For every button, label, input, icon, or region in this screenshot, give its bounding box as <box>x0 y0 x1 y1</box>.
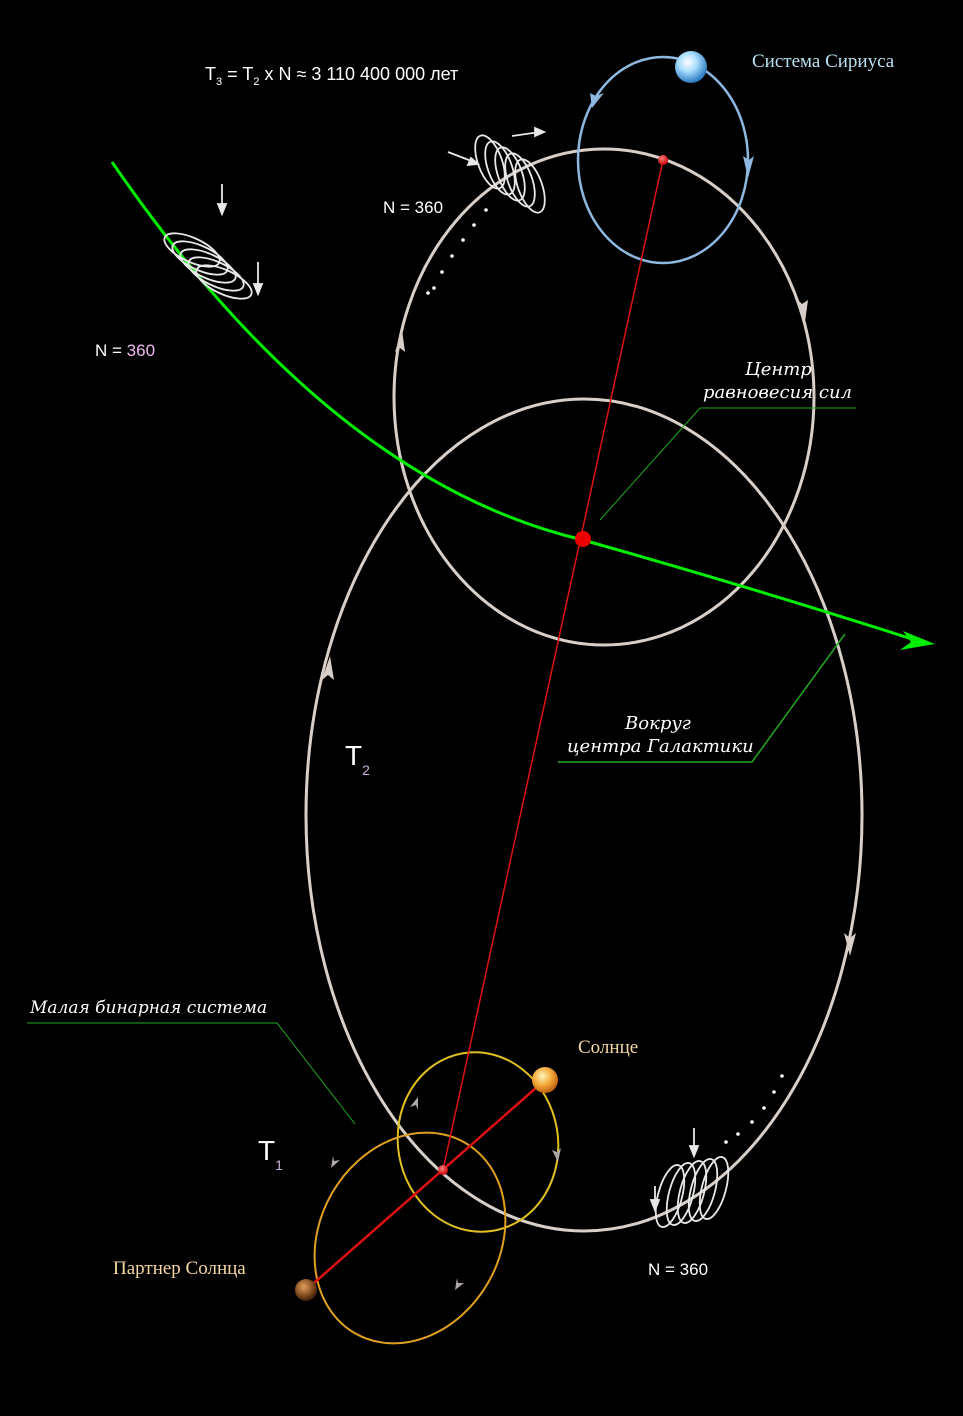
galaxy-label-1: Вокруг <box>624 713 691 734</box>
binary-barycenter-dot <box>438 1165 448 1175</box>
leader-binary <box>27 1022 356 1125</box>
t2-label: T2 <box>345 740 370 778</box>
orbit-t2-large <box>304 397 864 1233</box>
orbit-upper <box>392 147 816 647</box>
arrow-binary-3 <box>331 1156 340 1168</box>
formula-label: T3 = T2 x N ≈ 3 110 400 000 лет <box>205 64 458 88</box>
sun-partner-label: Партнер Солнца <box>113 1258 246 1279</box>
arrow-binary-4 <box>455 1278 464 1290</box>
arrow-large-left <box>322 656 334 680</box>
n-label-upper: N = 360 <box>383 198 443 217</box>
dots-upper <box>426 208 488 295</box>
balance-center-label-2: равновесия сил <box>703 382 852 403</box>
n-label-left: N = 360 <box>95 341 155 360</box>
orbit-sun <box>396 1051 560 1233</box>
n-label-lower: N = 360 <box>648 1260 708 1279</box>
dots-lower <box>724 1074 784 1144</box>
sirius-system-label: Система Сириуса <box>752 51 895 72</box>
sun-icon <box>532 1067 558 1093</box>
arrow-sirius-right <box>743 156 754 178</box>
axis-line-main <box>442 159 664 1171</box>
galaxy-label-2: центра Галактики <box>567 736 754 757</box>
arrow-large-right <box>844 933 856 956</box>
arrow-upper-right <box>797 299 808 322</box>
balance-center-dot <box>575 531 591 547</box>
axis-line-binary <box>305 1079 546 1291</box>
sirius-barycenter-dot <box>658 155 668 165</box>
sirius-star-icon <box>675 51 707 83</box>
arrow-sirius-left <box>590 93 604 108</box>
t1-label: T1 <box>258 1135 283 1173</box>
balance-center-label-1: Центр <box>744 359 812 380</box>
galactic-path <box>110 161 916 642</box>
leader-balance <box>599 407 856 521</box>
sun-partner-icon <box>295 1279 317 1301</box>
orbit-partner <box>313 1131 507 1345</box>
arrow-binary-1 <box>410 1097 418 1110</box>
binary-arrows <box>331 1097 561 1290</box>
sirius-arrows <box>590 93 754 178</box>
small-binary-label: Малая бинарная система <box>29 998 267 1018</box>
spiral-icon <box>163 184 264 300</box>
leader-galaxy <box>558 633 846 763</box>
sun-label: Солнце <box>578 1037 638 1058</box>
galactic-path-arrow <box>900 631 935 650</box>
spiral-icon <box>447 126 547 214</box>
orbit-arrows <box>322 299 856 956</box>
arrow-binary-2 <box>552 1148 561 1162</box>
spiral-icon <box>649 1128 730 1228</box>
arrow-upper-left <box>395 330 405 352</box>
